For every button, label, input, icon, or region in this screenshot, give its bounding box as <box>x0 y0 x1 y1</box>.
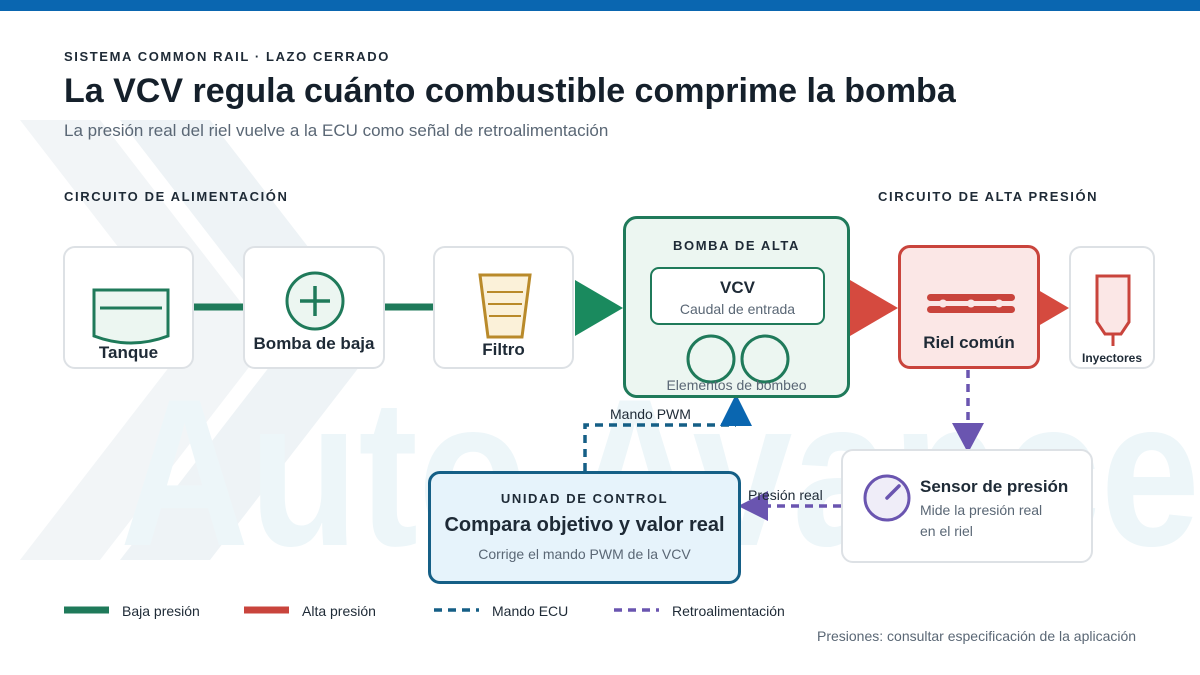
filter-label: Filtro <box>482 340 525 359</box>
node-injectors: Inyectores <box>1069 246 1155 369</box>
page-title: La VCV regula cuánto combustible comprim… <box>64 72 956 110</box>
footnote: Presiones: consultar especificación de l… <box>817 628 1137 644</box>
ecu-heading: UNIDAD DE CONTROL <box>500 491 669 506</box>
pump-low-label: Bomba de baja <box>253 334 375 353</box>
pumping-elements-icon <box>686 334 790 384</box>
pump-to-rail-arrow <box>850 280 898 336</box>
tank-icon <box>92 288 170 345</box>
vcv-subtitle: Caudal de entrada <box>679 301 796 317</box>
node-low-pressure-pump: Bomba de baja <box>243 246 385 369</box>
legend-feedback-label: Retroalimentación <box>672 603 785 619</box>
node-filter: Filtro <box>433 246 574 369</box>
sensor-line-2: en el riel <box>920 523 973 539</box>
tank-label: Tanque <box>98 343 159 362</box>
node-ecu: UNIDAD DE CONTROL Compara objetivo y val… <box>428 471 741 584</box>
ecu-title: Compara objetivo y valor real <box>444 514 725 536</box>
node-tank: Tanque <box>63 246 194 369</box>
node-common-rail: Riel común <box>898 245 1040 369</box>
pump-high-heading: BOMBA DE ALTA <box>673 238 800 253</box>
pumping-elements-label: Elementos de bombeo <box>666 377 807 393</box>
legend-ecu-label: Mando ECU <box>492 603 569 619</box>
legend-low-label: Baja presión <box>122 603 200 619</box>
page-subtitle: La presión real del riel vuelve a la ECU… <box>64 121 609 140</box>
injector-icon <box>1095 274 1131 346</box>
node-high-pressure-pump: BOMBA DE ALTA VCV Caudal de entrada Elem… <box>623 216 850 398</box>
pwm-command-label: Mando PWM <box>610 406 691 422</box>
gauge-icon <box>863 474 911 522</box>
legend-high-label: Alta presión <box>302 603 376 619</box>
vcv-title: VCV <box>720 278 755 297</box>
section-feed-circuit: CIRCUITO DE ALIMENTACIÓN <box>64 189 289 204</box>
ecu-to-vcv-line <box>583 423 736 471</box>
ecu-subtitle: Corrige el mando PWM de la VCV <box>478 546 691 562</box>
injectors-label: Inyectores <box>1081 351 1143 365</box>
section-high-pressure-circuit: CIRCUITO DE ALTA PRESIÓN <box>878 189 1099 204</box>
filter-to-pump-arrow <box>575 280 623 336</box>
vcv-valve: VCV Caudal de entrada <box>650 267 825 325</box>
sensor-line-1: Mide la presión real <box>920 502 1043 518</box>
sensor-title: Sensor de presión <box>920 477 1069 496</box>
rail-label: Riel común <box>923 333 1015 352</box>
ecu-to-vcv-arrow <box>720 394 752 426</box>
plus-circle-icon <box>285 271 345 331</box>
node-pressure-sensor: Sensor de presión Mide la presión real e… <box>841 449 1093 563</box>
real-pressure-label: Presión real <box>748 487 823 503</box>
filter-icon <box>478 273 532 339</box>
page-eyebrow: SISTEMA COMMON RAIL · LAZO CERRADO <box>64 49 390 64</box>
rail-icon <box>927 294 1015 313</box>
top-accent-bar <box>0 0 1200 11</box>
